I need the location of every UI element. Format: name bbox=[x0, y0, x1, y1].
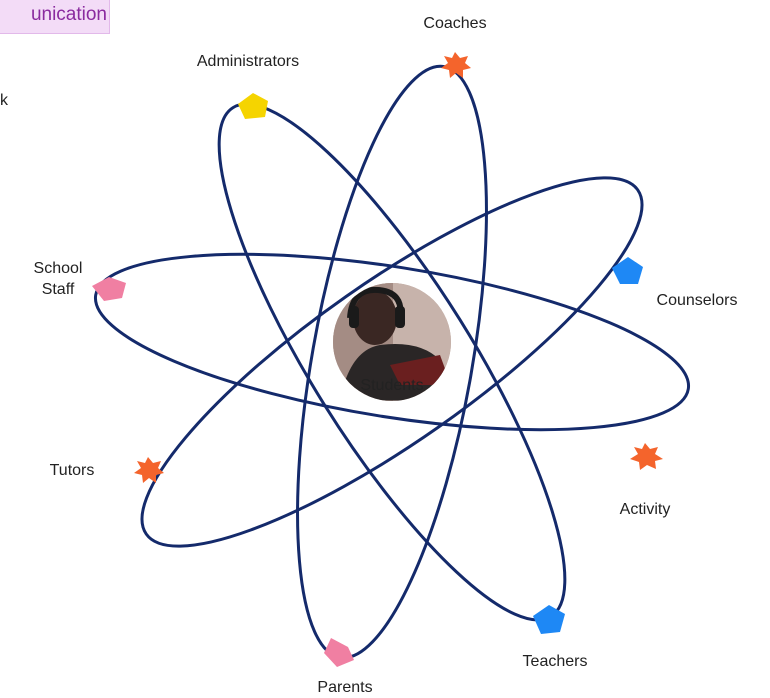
administrators-marker-icon bbox=[238, 93, 268, 119]
counselors-marker-icon bbox=[612, 257, 643, 284]
section-title-tag: unication bbox=[0, 0, 110, 34]
tutors-marker-icon bbox=[134, 457, 164, 483]
activity-marker-icon bbox=[630, 443, 663, 470]
node-label-coaches: Coaches bbox=[423, 15, 487, 32]
orbit-rising bbox=[140, 176, 644, 548]
node-label-administrators: Administrators bbox=[196, 53, 300, 70]
school-staff-marker-icon bbox=[92, 277, 126, 301]
node-label-tutors: Tutors bbox=[49, 462, 95, 479]
node-label-parents: Parents bbox=[317, 679, 373, 696]
cropped-text-fragment: k bbox=[0, 92, 8, 109]
node-label-teachers: Teachers bbox=[522, 653, 588, 670]
teachers-marker-icon bbox=[533, 605, 565, 634]
center-label-students: Students bbox=[360, 377, 424, 394]
node-label-school-staff-line1: School bbox=[33, 260, 83, 277]
students-photo bbox=[333, 283, 451, 401]
node-label-counselors: Counselors bbox=[656, 292, 738, 309]
node-label-school-staff-line2: Staff bbox=[41, 281, 75, 298]
orbit-horizontal bbox=[93, 252, 691, 432]
coaches-marker-icon bbox=[441, 52, 471, 78]
node-label-activity: Activity bbox=[619, 501, 671, 518]
parents-marker-icon bbox=[324, 638, 354, 667]
